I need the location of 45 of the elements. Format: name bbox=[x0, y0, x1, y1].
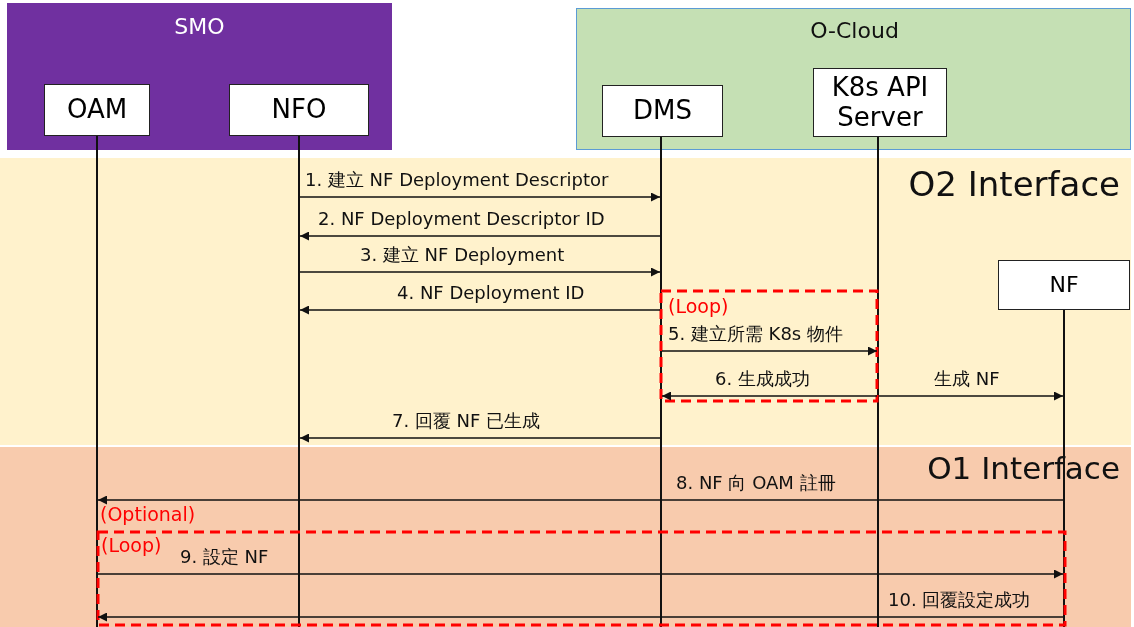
lifeline-box bbox=[602, 85, 723, 137]
lifeline-box bbox=[998, 260, 1130, 310]
lifeline bbox=[1063, 310, 1065, 627]
message-arrow bbox=[299, 433, 661, 443]
message-label: 7. 回覆 NF 已生成 bbox=[392, 411, 541, 431]
message-label: 1. 建立 NF Deployment Descriptor bbox=[305, 170, 609, 190]
message-arrow bbox=[878, 391, 1064, 401]
message-label: 9. 設定 NF bbox=[180, 547, 269, 567]
message-arrow bbox=[299, 305, 661, 315]
participant-label: OAM bbox=[66, 95, 128, 125]
message-arrow bbox=[97, 495, 1064, 505]
message-label: 3. 建立 NF Deployment bbox=[360, 245, 565, 265]
participant-label: K8s API Server bbox=[830, 72, 930, 133]
group-band bbox=[576, 8, 1131, 150]
group-band bbox=[7, 3, 392, 150]
message-label: 2. NF Deployment Descriptor ID bbox=[318, 209, 605, 229]
loop-label: (Loop) bbox=[101, 535, 162, 556]
message-label: 5. 建立所需 K8s 物件 bbox=[668, 324, 843, 344]
lifeline bbox=[96, 136, 98, 627]
message-label: 4. NF Deployment ID bbox=[397, 283, 585, 303]
message-label: 6. 生成成功 bbox=[715, 369, 810, 389]
participant-label: DMS bbox=[633, 96, 692, 126]
message-arrow bbox=[661, 391, 878, 401]
loop-label: (Loop) bbox=[668, 296, 729, 317]
participant-label: NFO bbox=[271, 95, 327, 125]
interface-title: O2 Interface bbox=[907, 166, 1120, 204]
message-arrow bbox=[97, 612, 1064, 622]
message-arrow bbox=[299, 192, 661, 202]
message-label: 8. NF 向 OAM 註冊 bbox=[676, 473, 836, 493]
message-arrow bbox=[661, 346, 878, 356]
lifeline bbox=[660, 136, 662, 627]
lifeline-box bbox=[813, 68, 947, 137]
message-label: 10. 回覆設定成功 bbox=[888, 590, 1031, 610]
message-arrow bbox=[299, 231, 661, 241]
message-label: 生成 NF bbox=[934, 369, 1000, 389]
group-title: O-Cloud bbox=[809, 19, 900, 44]
group-title: SMO bbox=[173, 15, 226, 40]
message-arrow bbox=[97, 569, 1064, 579]
participant-label: NF bbox=[1049, 272, 1079, 298]
lifeline-box bbox=[44, 84, 150, 136]
lifeline bbox=[877, 136, 879, 627]
lifeline-box bbox=[229, 84, 369, 136]
message-arrow bbox=[299, 267, 661, 277]
lifeline bbox=[298, 136, 300, 627]
optional-label: (Optional) bbox=[100, 504, 196, 525]
